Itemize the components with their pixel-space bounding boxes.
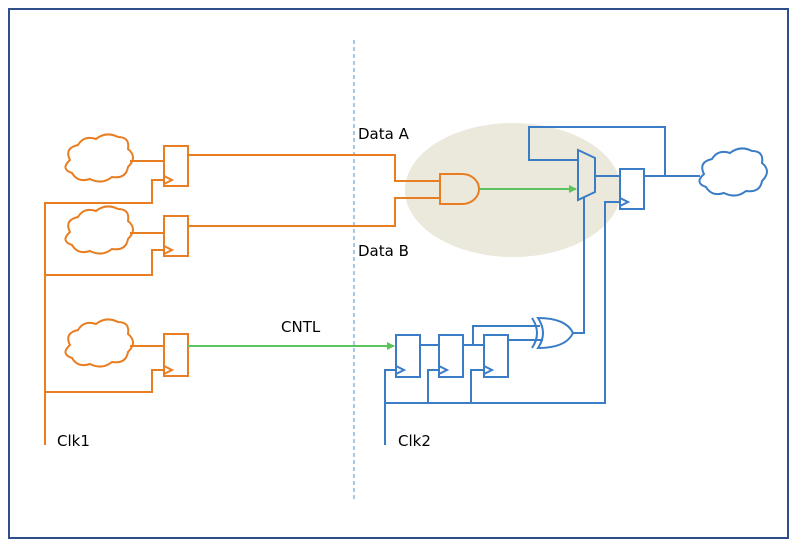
mux bbox=[577, 148, 596, 202]
green-paths bbox=[188, 185, 577, 350]
sync-flop-3 bbox=[483, 334, 509, 378]
diagram-border bbox=[8, 8, 789, 539]
sync-flop-2 bbox=[438, 334, 464, 378]
clk2-label: Clk2 bbox=[398, 432, 431, 450]
clk1-flop-cntl bbox=[163, 333, 189, 377]
clk2-wire bbox=[384, 369, 396, 445]
logic-cloud-icon bbox=[64, 133, 134, 183]
data-a-label: Data A bbox=[358, 125, 410, 143]
clk1-domain bbox=[44, 133, 480, 445]
clk2-domain bbox=[384, 126, 768, 445]
data-b-wire bbox=[188, 197, 440, 227]
logic-cloud-icon bbox=[64, 205, 134, 255]
clk1-flop-b bbox=[163, 215, 189, 257]
clk1-flop-a bbox=[163, 145, 189, 187]
clk1-label: Clk1 bbox=[57, 432, 90, 450]
mux-select-wire bbox=[573, 198, 585, 334]
clk1-wire bbox=[44, 179, 164, 445]
xor-gate bbox=[536, 316, 575, 350]
data-a-wire bbox=[188, 154, 440, 182]
cntl-label: CNTL bbox=[281, 318, 321, 336]
clk2-output-flop bbox=[619, 168, 645, 210]
sync-flop-1 bbox=[395, 334, 421, 378]
feedback-wire bbox=[528, 126, 666, 176]
data-b-label: Data B bbox=[358, 242, 409, 260]
and-gate bbox=[439, 173, 480, 205]
logic-cloud-icon bbox=[64, 318, 134, 368]
logic-cloud-icon bbox=[698, 147, 768, 197]
